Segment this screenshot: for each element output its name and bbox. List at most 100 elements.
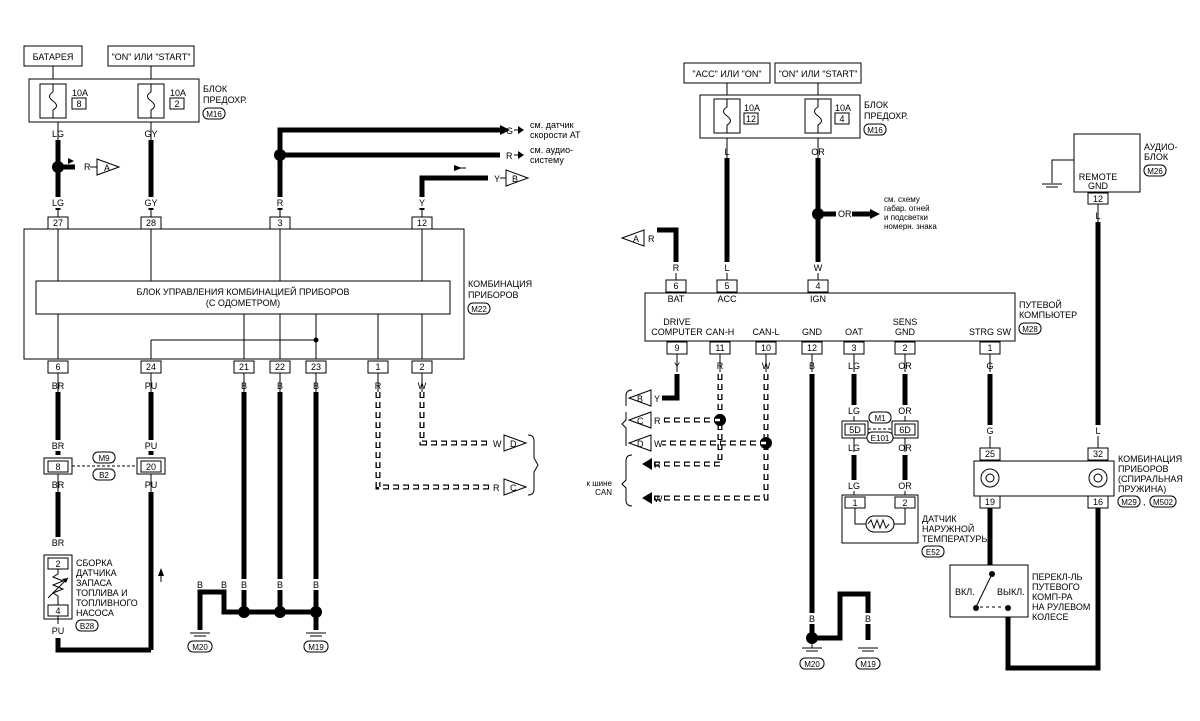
joint-pin-20 [140,460,162,473]
pin-24-label: 24 [146,362,156,372]
b-label-23: B [313,381,319,391]
fuse-2-num: 2 [174,99,179,109]
pin-drive-num: 9 [674,343,679,353]
battery-label: БАТАРЕЯ [33,52,74,62]
ground-m20-right-label: M20 [804,660,820,669]
label-acc: ACC [717,294,737,304]
spiral-label-1: КОМБИНАЦИЯ [1118,454,1182,464]
br-label-3: BR [52,480,65,490]
pin-1-label: 1 [375,362,380,372]
pin-gnd-num: 12 [807,343,817,353]
ref-d-label-r: D [637,439,644,449]
fuse-2-rating: 10A [170,88,186,98]
fuse-12-num: 12 [746,114,756,124]
splice-ground-3 [310,606,322,618]
joint-pin-8-label: 8 [55,462,60,472]
switch-label-4: НА РУЛЕВОМ [1032,602,1090,612]
pu-label-sender: PU [52,626,65,636]
y-label-pin12: Y [419,198,425,208]
combination-label-2: ПРИБОРОВ [468,290,519,300]
br-label-1: BR [52,381,65,391]
pin-23-label: 23 [311,362,321,372]
joint-conn-top [92,451,116,464]
trip-computer [644,292,1016,342]
fuse-block-r-conn: M16 [867,126,883,135]
spiral-coil-icon [1088,468,1108,488]
fuse-block-r-label-2: ПРЕДОХР. [864,111,908,121]
or-label-j2: OR [898,443,912,453]
ref-c-label-r: C [637,416,644,426]
or-label-j1: OR [898,406,912,416]
steering-switch [949,564,1029,618]
y-label-b: Y [494,174,500,184]
b-label-g2: B [221,580,227,590]
arrow-right-icon [68,158,74,164]
spiral-conn-m502-label: M502 [1153,498,1174,507]
computer-label-2: КОМПЬЮТЕР [1019,310,1077,320]
audio-pin-label: 12 [1093,194,1103,204]
arrow-lamps-icon [870,209,880,219]
spiral-conn-sep: , [1143,497,1146,507]
pu-label-3: PU [145,480,158,490]
audio-label-1: АУДИО- [1144,142,1177,152]
control-unit [35,280,451,315]
r-label-c: R [493,483,500,493]
audio-connector [1143,164,1167,177]
gy-label-top: GY [144,129,157,139]
fuse-4-num: 4 [839,114,844,124]
ground-m20-left-label: M20 [192,643,208,652]
wire-y-drive [662,374,680,401]
joint-e101-label: E101 [871,434,890,443]
l-label-audio: L [1095,211,1100,221]
label-ign: IGN [810,294,826,304]
r-label-bat: R [673,263,680,273]
pin-6-label: 6 [55,362,60,372]
joint-m1-label: M1 [874,414,886,423]
label-sens: SENS [893,317,918,327]
ground-m20-left [187,640,213,653]
r-label-audio: R [506,151,513,161]
note-lamps-2: габар. огней [884,204,930,213]
note-speed-1: см. датчик [530,120,574,130]
label-bat: BAT [668,294,685,304]
fuse-2-num-box [169,97,185,110]
fuse-block-r-label-1: БЛОК [864,100,889,110]
spiral-pin-25-label: 25 [985,449,995,459]
ref-b-label: B [512,174,518,184]
joint-e101 [866,431,894,444]
sender-resistor-icon [51,569,65,605]
sensor-connector [921,545,945,558]
fuse-4-rating: 10A [835,103,851,113]
audio-gnd-label: GND [1088,181,1109,191]
joint-pin-6d [894,423,916,436]
switch-on-label: ВКЛ. [955,587,975,597]
pin-2-label: 2 [419,362,424,372]
pin-acc [716,279,738,293]
note-audio-2: систему [530,155,564,165]
audio-label-2: БЛОК [1144,152,1169,162]
audio-conn-label: M26 [1147,167,1163,176]
fuse-12-rating: 10A [744,103,760,113]
sender-label-4: ТОПЛИВА И [76,588,128,598]
or-label-s: OR [898,481,912,491]
ground-m19-right-label: M19 [860,660,876,669]
ref-a-arrow [96,158,121,176]
sender-label-5: ТОПЛИВНОГО [76,598,138,608]
label-can-l: CAN-L [752,327,779,337]
sender-label-2: ДАТЧИКА [76,568,117,578]
switch-label-3: КОМП-РА [1032,592,1073,602]
sender-conn-label: B28 [80,622,95,631]
fuse-block-label-1: БЛОК [203,84,228,94]
can-bus-label-1: к шине [587,479,613,488]
ref-a-label-r: A [633,234,639,244]
l-label-spiral: L [1095,426,1100,436]
wire-r-bat [657,227,679,270]
sensor-label-1: ДАТЧИК [922,514,957,524]
sender-pin-4-label: 4 [55,606,60,616]
r-label-c-r: R [654,416,661,426]
wire-can-l-bus [652,374,769,501]
lg-label-s: LG [848,481,860,491]
switch-label-2: ПУТЕВОГО [1032,582,1080,592]
wire-b-ground-bus [197,589,316,630]
or-label-sens: OR [898,361,912,371]
